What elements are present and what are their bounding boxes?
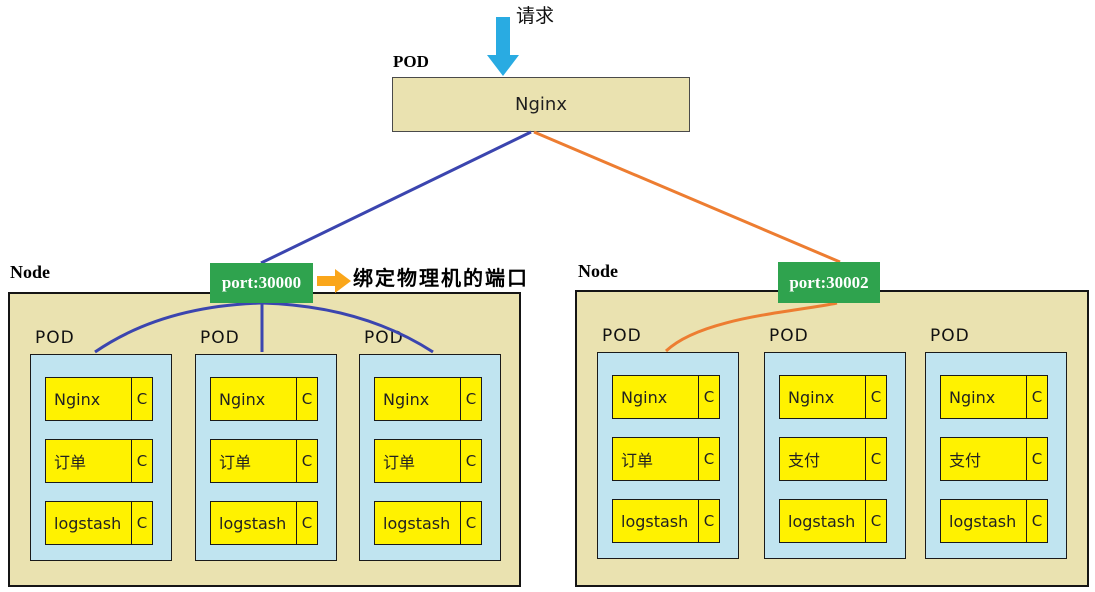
left-node-pod-2: POD Nginx C 订单 C logstash C [195,328,337,561]
container-c-badge: C [698,438,719,480]
pod-label: POD [35,328,75,348]
pod-label: POD [364,328,404,348]
right-node-box: POD Nginx C 订单 C logstash C POD [575,290,1089,587]
pod-box: Nginx C 支付 C logstash C [764,352,906,559]
right-node-pod-2: POD Nginx C 支付 C logstash C [764,326,906,559]
right-node-pod-1: POD Nginx C 订单 C logstash C [597,326,739,559]
service-to-port30000-line [260,130,532,265]
container-c-badge: C [865,438,886,480]
container-name: 支付 [949,451,982,470]
request-arrow-icon [487,17,519,76]
bind-arrow-icon [317,269,351,293]
container-row: logstash C [45,501,153,545]
container-name: Nginx [788,387,835,407]
pod-box: Nginx C 订单 C logstash C [597,352,739,559]
container-row: 支付 C [940,437,1048,481]
container-c-badge: C [460,440,481,482]
pod-box: Nginx C 订单 C logstash C [30,354,172,561]
pod-label: POD [602,326,642,346]
container-row: logstash C [779,499,887,543]
container-c-badge: C [1026,376,1047,418]
container-name: Nginx [54,389,101,409]
container-name: 订单 [621,451,654,470]
container-row: 订单 C [374,439,482,483]
port-30000-badge: port:30000 [210,263,313,303]
container-c-badge: C [460,502,481,544]
container-name: logstash [219,513,287,533]
container-row: 支付 C [779,437,887,481]
pod-box: Nginx C 订单 C logstash C [359,354,501,561]
pod-box: Nginx C 订单 C logstash C [195,354,337,561]
container-name: 订单 [219,453,252,472]
container-row: Nginx C [45,377,153,421]
container-name: Nginx [949,387,996,407]
container-name: logstash [788,511,856,531]
container-name: 订单 [383,453,416,472]
left-node-box: POD Nginx C 订单 C logstash C POD [8,292,521,587]
container-row: Nginx C [612,375,720,419]
left-node-label: Node [10,262,50,282]
container-row: logstash C [940,499,1048,543]
pod-label: POD [200,328,240,348]
container-name: logstash [621,511,689,531]
container-c-badge: C [698,500,719,542]
request-label: 请求 [516,5,555,27]
container-row: 订单 C [45,439,153,483]
service-to-port30002-line [533,130,841,264]
container-name: Nginx [219,389,266,409]
pod-box: Nginx C 支付 C logstash C [925,352,1067,559]
port-30002-badge: port:30002 [778,262,880,303]
container-row: 订单 C [210,439,318,483]
container-name: logstash [383,513,451,533]
container-c-badge: C [1026,500,1047,542]
pod-label: POD [769,326,809,346]
container-row: logstash C [210,501,318,545]
pod-label: POD [930,326,970,346]
top-pod-label: POD [393,52,429,71]
container-c-badge: C [131,440,152,482]
nginx-service-label: Nginx [515,94,567,115]
container-name: Nginx [383,389,430,409]
container-row: Nginx C [779,375,887,419]
container-c-badge: C [131,378,152,420]
container-row: 订单 C [612,437,720,481]
container-row: Nginx C [374,377,482,421]
container-name: logstash [54,513,122,533]
bind-note-label: 绑定物理机的端口 [353,268,529,290]
container-name: Nginx [621,387,668,407]
container-row: logstash C [612,499,720,543]
container-name: logstash [949,511,1017,531]
nginx-service-box: Nginx [392,77,690,132]
container-name: 支付 [788,451,821,470]
container-c-badge: C [131,502,152,544]
container-name: 订单 [54,453,87,472]
container-row: Nginx C [210,377,318,421]
container-row: logstash C [374,501,482,545]
container-c-badge: C [865,376,886,418]
container-c-badge: C [296,378,317,420]
container-c-badge: C [1026,438,1047,480]
left-node-pod-1: POD Nginx C 订单 C logstash C [30,328,172,561]
container-c-badge: C [296,502,317,544]
container-c-badge: C [698,376,719,418]
container-row: Nginx C [940,375,1048,419]
left-node-pod-3: POD Nginx C 订单 C logstash C [359,328,501,561]
container-c-badge: C [865,500,886,542]
right-node-pod-3: POD Nginx C 支付 C logstash C [925,326,1067,559]
container-c-badge: C [460,378,481,420]
container-c-badge: C [296,440,317,482]
right-node-label: Node [578,261,618,281]
